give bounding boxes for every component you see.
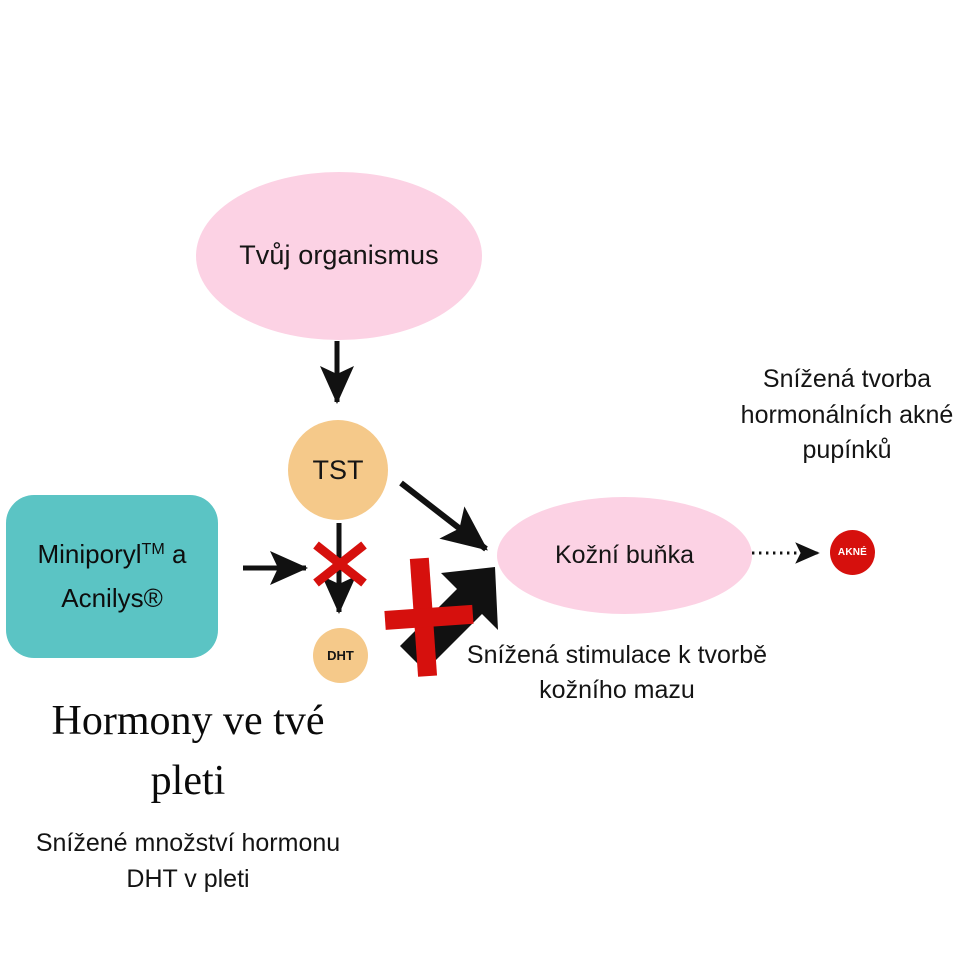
page-title: Hormony ve tvé pleti: [51, 698, 325, 804]
tst-node[interactable]: TST: [288, 420, 388, 520]
product-conjunction: a: [164, 538, 187, 569]
reduced-hormonal-acne-annotation: Snížená tvorba hormonálních akné pupínků: [740, 365, 954, 464]
dht-label: DHT: [327, 648, 354, 663]
skin-cell-label: Kožní buňka: [555, 541, 694, 569]
trademark-symbol: TM: [141, 539, 165, 558]
product-name-miniporyl: Miniporyl: [37, 538, 142, 569]
skin-cell-node[interactable]: Kožní buňka: [497, 497, 752, 614]
tst-to-skincell-arrow: [399, 480, 488, 552]
organism-label: Tvůj organismus: [239, 240, 439, 271]
reduced-dht-annotation: Snížené množství hormonu DHT v pleti: [35, 829, 341, 893]
acne-label: AKNÉ: [837, 547, 868, 558]
reduced-sebum-annotation: Snížená stimulace k tvorbě kožního mazu: [466, 641, 768, 704]
tst-label: TST: [312, 454, 364, 485]
dht-node[interactable]: DHT: [313, 628, 368, 683]
acne-node[interactable]: AKNÉ: [830, 530, 875, 575]
dht-pathway-block-x: [313, 541, 367, 587]
product-name-acnilys: Acnilys®: [61, 582, 163, 613]
organism-node[interactable]: Tvůj organismus: [196, 172, 482, 340]
